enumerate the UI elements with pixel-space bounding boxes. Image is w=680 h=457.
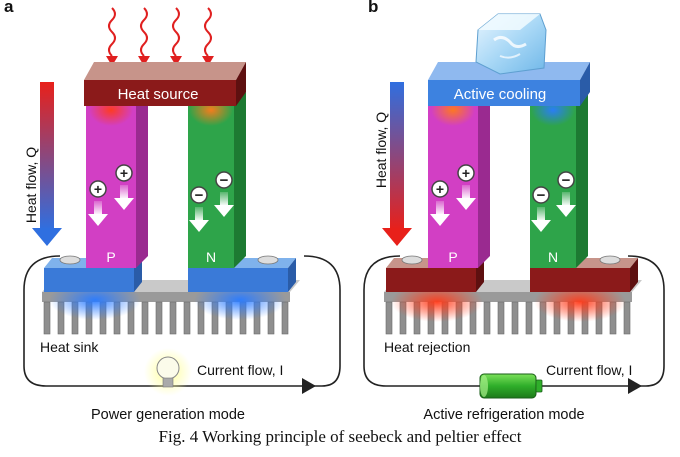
p-leg-label-a: P — [106, 249, 115, 265]
current-flow-label-b: Current flow, I — [546, 362, 632, 378]
svg-text:−: − — [195, 187, 204, 204]
p-leg-a — [86, 92, 148, 268]
negative-charge-icon: − − — [189, 171, 234, 232]
heat-source-label: Heat source — [118, 86, 199, 103]
panel-letter-b: b — [368, 0, 378, 16]
heat-flow-arrowhead-a — [32, 228, 62, 246]
figure-caption: Fig. 4 Working principle of seebeck and … — [158, 427, 522, 446]
battery-icon — [479, 373, 543, 399]
light-bulb-icon — [144, 348, 192, 396]
heat-rejection-label: Heat rejection — [384, 339, 470, 355]
active-cooling-label: Active cooling — [454, 86, 547, 103]
positive-charge-icon: + + — [430, 164, 476, 226]
heat-flow-arrow-a — [40, 82, 54, 230]
panel-letter-a: a — [4, 0, 14, 16]
bottom-electrode-right-a — [188, 255, 296, 292]
p-leg-b — [428, 92, 490, 268]
svg-text:−: − — [562, 172, 571, 189]
panel-a: + + − − Heat source Heat flow, Q P — [4, 0, 341, 423]
mode-label-b: Active refrigeration mode — [423, 407, 584, 423]
negative-charge-icon: − − — [531, 171, 576, 232]
ice-cube-icon — [475, 13, 547, 75]
wavy-heat-arrow-icon — [108, 7, 212, 57]
svg-text:+: + — [462, 165, 470, 181]
heat-flow-arrowhead-b — [382, 228, 412, 246]
p-leg-label-b: P — [448, 249, 457, 265]
svg-text:−: − — [537, 187, 546, 204]
heat-flow-arrow-b — [390, 82, 404, 230]
svg-text:+: + — [436, 181, 444, 197]
heat-source-block — [84, 62, 246, 106]
mode-label-a: Power generation mode — [91, 407, 245, 423]
svg-text:+: + — [94, 181, 102, 197]
heat-flow-label-a: Heat flow, Q — [23, 147, 39, 223]
panel-b: + + − − Active cooling Heat flow, Q — [363, 0, 665, 423]
positive-charge-icon: + + — [88, 164, 134, 226]
svg-text:−: − — [220, 172, 229, 189]
svg-text:+: + — [120, 165, 128, 181]
n-leg-label-a: N — [206, 249, 216, 265]
heat-flow-label-b: Heat flow, Q — [373, 112, 389, 188]
heat-sink-label: Heat sink — [40, 339, 99, 355]
n-leg-label-b: N — [548, 249, 558, 265]
current-flow-label-a: Current flow, I — [197, 362, 283, 378]
